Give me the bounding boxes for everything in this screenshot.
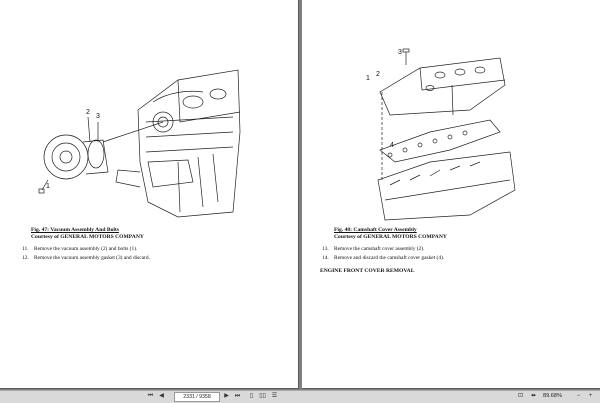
next-page-icon[interactable]: ▶ <box>224 393 229 399</box>
continuous-view-icon[interactable]: ☰ <box>271 393 278 399</box>
figure-47-vacuum-assembly: 2 3 1 <box>38 69 241 218</box>
figure-caption: Fig. 47: Vacuum Assembly And Bolts Court… <box>31 227 144 241</box>
zoom-out-icon[interactable]: − <box>576 393 581 399</box>
fit-page-icon[interactable]: ⊡ <box>517 393 524 399</box>
figure-callout: 1 <box>46 183 50 190</box>
first-page-icon[interactable]: ⏮ <box>147 393 154 399</box>
last-page-icon[interactable]: ⏭ <box>234 393 241 399</box>
figure-caption: Fig. 48: Camshaft Cover Assembly Courtes… <box>334 227 447 241</box>
caption-title: Fig. 47: Vacuum Assembly And Bolts <box>31 227 119 233</box>
fit-width-icon[interactable]: ⬌ <box>530 393 537 399</box>
figure-callout: 2 <box>376 71 380 78</box>
previous-page-icon[interactable]: ◀ <box>159 393 164 399</box>
caption-title: Fig. 48: Camshaft Cover Assembly <box>334 227 417 233</box>
figure-48-camshaft-cover: 1 2 3 4 <box>366 48 516 221</box>
figure-callout: 3 <box>96 113 100 120</box>
zoom-level[interactable]: 89.68% <box>543 393 562 399</box>
zoom-in-icon[interactable]: + <box>588 393 593 399</box>
page-number-input[interactable]: 2331 / 9358 <box>174 392 220 402</box>
single-page-view-icon[interactable]: ▯ <box>249 393 254 399</box>
document-page-right: 1 2 3 4 Fig. 48: Camshaft Cover Assembly… <box>302 0 600 389</box>
viewer-statusbar: ⏮ ◀ 2331 / 9358 ▶ ⏭ ▯ ▯▯ ☰ ⊡ ⬌ 89.68% − … <box>0 390 600 403</box>
figure-callout: 2 <box>86 109 90 116</box>
caption-credit: Courtesy of GENERAL MOTORS COMPANY <box>31 234 144 240</box>
two-page-view-icon[interactable]: ▯▯ <box>259 393 266 399</box>
step-row: 12.Remove the vacuum assembly gasket (3)… <box>22 254 150 261</box>
figure-callout: 4 <box>390 142 394 149</box>
document-viewer[interactable]: 2 3 1 Fig. 47: Vacuum Assembly And Bolts… <box>0 0 600 390</box>
procedure-steps: 13.Remove the camshaft cover assembly (2… <box>322 245 444 262</box>
step-row: 14.Remove and discard the camshaft cover… <box>322 254 445 261</box>
caption-credit: Courtesy of GENERAL MOTORS COMPANY <box>334 234 447 240</box>
section-heading: ENGINE FRONT COVER REMOVAL <box>320 268 415 274</box>
figure-callout: 3 <box>398 49 402 56</box>
step-row: 11.Remove the vacuum assembly (2) and bo… <box>22 246 138 252</box>
figure-callout: 1 <box>366 75 370 82</box>
step-row: 13.Remove the camshaft cover assembly (2… <box>322 246 425 252</box>
document-page-left: 2 3 1 Fig. 47: Vacuum Assembly And Bolts… <box>0 0 299 389</box>
procedure-steps: 11.Remove the vacuum assembly (2) and bo… <box>22 245 150 262</box>
